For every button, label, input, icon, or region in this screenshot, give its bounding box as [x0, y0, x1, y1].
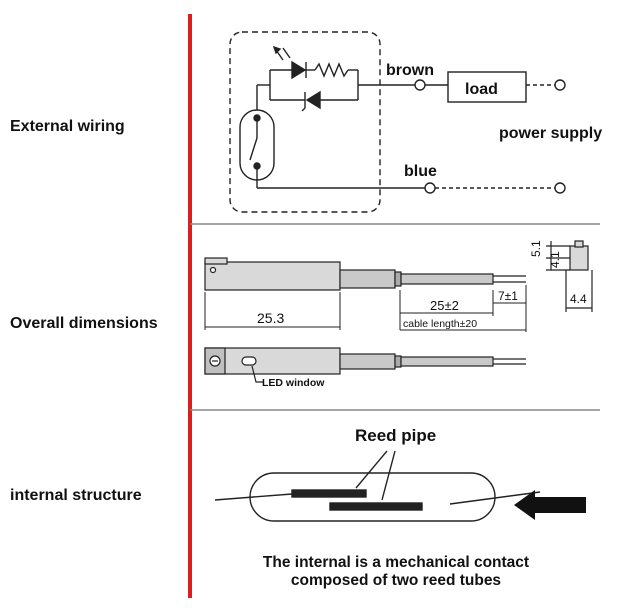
caption-line-1: The internal is a mechanical contact [263, 554, 529, 571]
load-label: load [465, 81, 498, 98]
dim-cable-length: cable length±20 [403, 318, 477, 330]
dim-25-3: 25.3 [257, 310, 284, 326]
wire-blue-label: blue [404, 163, 437, 180]
reed-tube-drawing [214, 450, 541, 522]
dim-7-1: 7±1 [498, 289, 518, 303]
cross-section-view [546, 240, 593, 312]
label-external-wiring: External wiring [10, 118, 125, 135]
side-view [204, 257, 526, 291]
power-supply-label: power supply [499, 125, 602, 142]
magnet-arrow-icon [514, 490, 586, 520]
cable-sleeve-side [339, 269, 396, 289]
sensor-body-top [204, 347, 341, 375]
dim-4-4: 4.4 [570, 292, 587, 306]
sensor-enclosure [229, 31, 381, 213]
dim-4-1: 4.1 [548, 251, 562, 268]
led-window-label: LED window [262, 377, 325, 389]
caption-line-2: composed of two reed tubes [291, 572, 501, 589]
wiring-diagram [229, 31, 566, 213]
load-box [447, 71, 527, 103]
label-internal-structure: internal structure [10, 487, 142, 504]
reed-pipe-label: Reed pipe [355, 426, 436, 445]
cable-side [400, 273, 494, 285]
dim-5-1: 5.1 [529, 240, 543, 257]
wire-brown-label: brown [386, 62, 434, 79]
led-window [241, 356, 257, 366]
dimension-lines [204, 285, 527, 332]
label-overall-dimensions: Overall dimensions [10, 315, 158, 332]
top-view [204, 347, 526, 383]
dim-25-2: 25±2 [430, 298, 459, 313]
sensor-body-side [204, 261, 341, 291]
